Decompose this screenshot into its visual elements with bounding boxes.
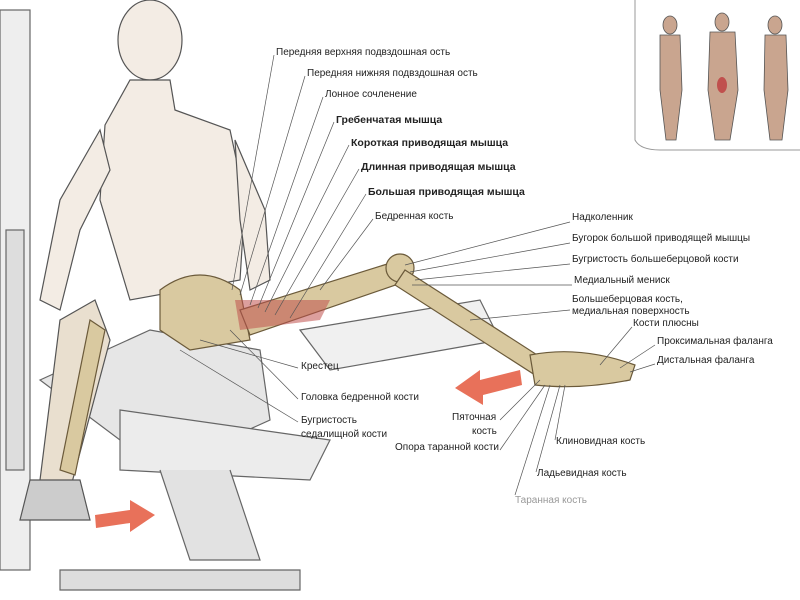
label-adductor-longus: Длинная приводящая мышца [361,161,516,173]
label-ischial-tuberosity-1: Бугристость [301,415,357,426]
direction-arrow-knee [95,500,155,532]
label-navicular: Ладьевидная кость [537,468,627,479]
label-sustentaculum-tali: Опора таранной кости [395,442,499,453]
label-metatarsals: Кости плюсны [633,318,699,329]
adductor-muscles [235,300,330,330]
leader-lines [179,54,656,496]
pelvis [159,274,251,351]
label-sacrum: Крестец [301,361,339,372]
foot-bones [529,351,636,388]
label-medial-meniscus: Медиальный мениск [574,275,670,286]
inset-figures [634,0,800,151]
label-tibial-tuberosity: Бугристость большеберцовой кости [572,254,739,265]
label-cuneiform: Клиновидная кость [556,436,646,447]
label-adductor-brevis: Короткая приводящая мышца [351,137,509,149]
label-distal-phalanx: Дистальная фаланга [657,355,755,366]
label-anterior-inferior-iliac-spine: Передняя нижняя подвздошная ость [307,68,478,79]
label-talus: Таранная кость [515,495,587,506]
label-pubic-symphysis: Лонное сочленение [325,89,417,100]
direction-arrow-foot [455,370,522,405]
label-patella: Надколенник [572,212,633,223]
label-adductor-tubercle: Бугорок большой приводящей мышцы [572,233,751,244]
label-pectineus: Гребенчатая мышца [336,114,443,126]
label-femoral-head: Головка бедренной кости [301,392,419,403]
label-tibia-medial-surface: медиальная поверхность [572,306,690,317]
label-calcaneus-1: Пяточная [452,412,497,423]
label-anterior-superior-iliac-spine: Передняя верхняя подвздошная ость [276,47,451,58]
label-femur: Бедренная кость [375,211,454,222]
label-ischial-tuberosity-2: седалищной кости [301,429,388,440]
label-tibia: Большеберцовая кость, [572,294,683,305]
label-proximal-phalanx: Проксимальная фаланга [657,336,773,347]
label-calcaneus-2: кость [472,426,497,437]
label-adductor-magnus: Большая приводящая мышца [368,186,525,198]
